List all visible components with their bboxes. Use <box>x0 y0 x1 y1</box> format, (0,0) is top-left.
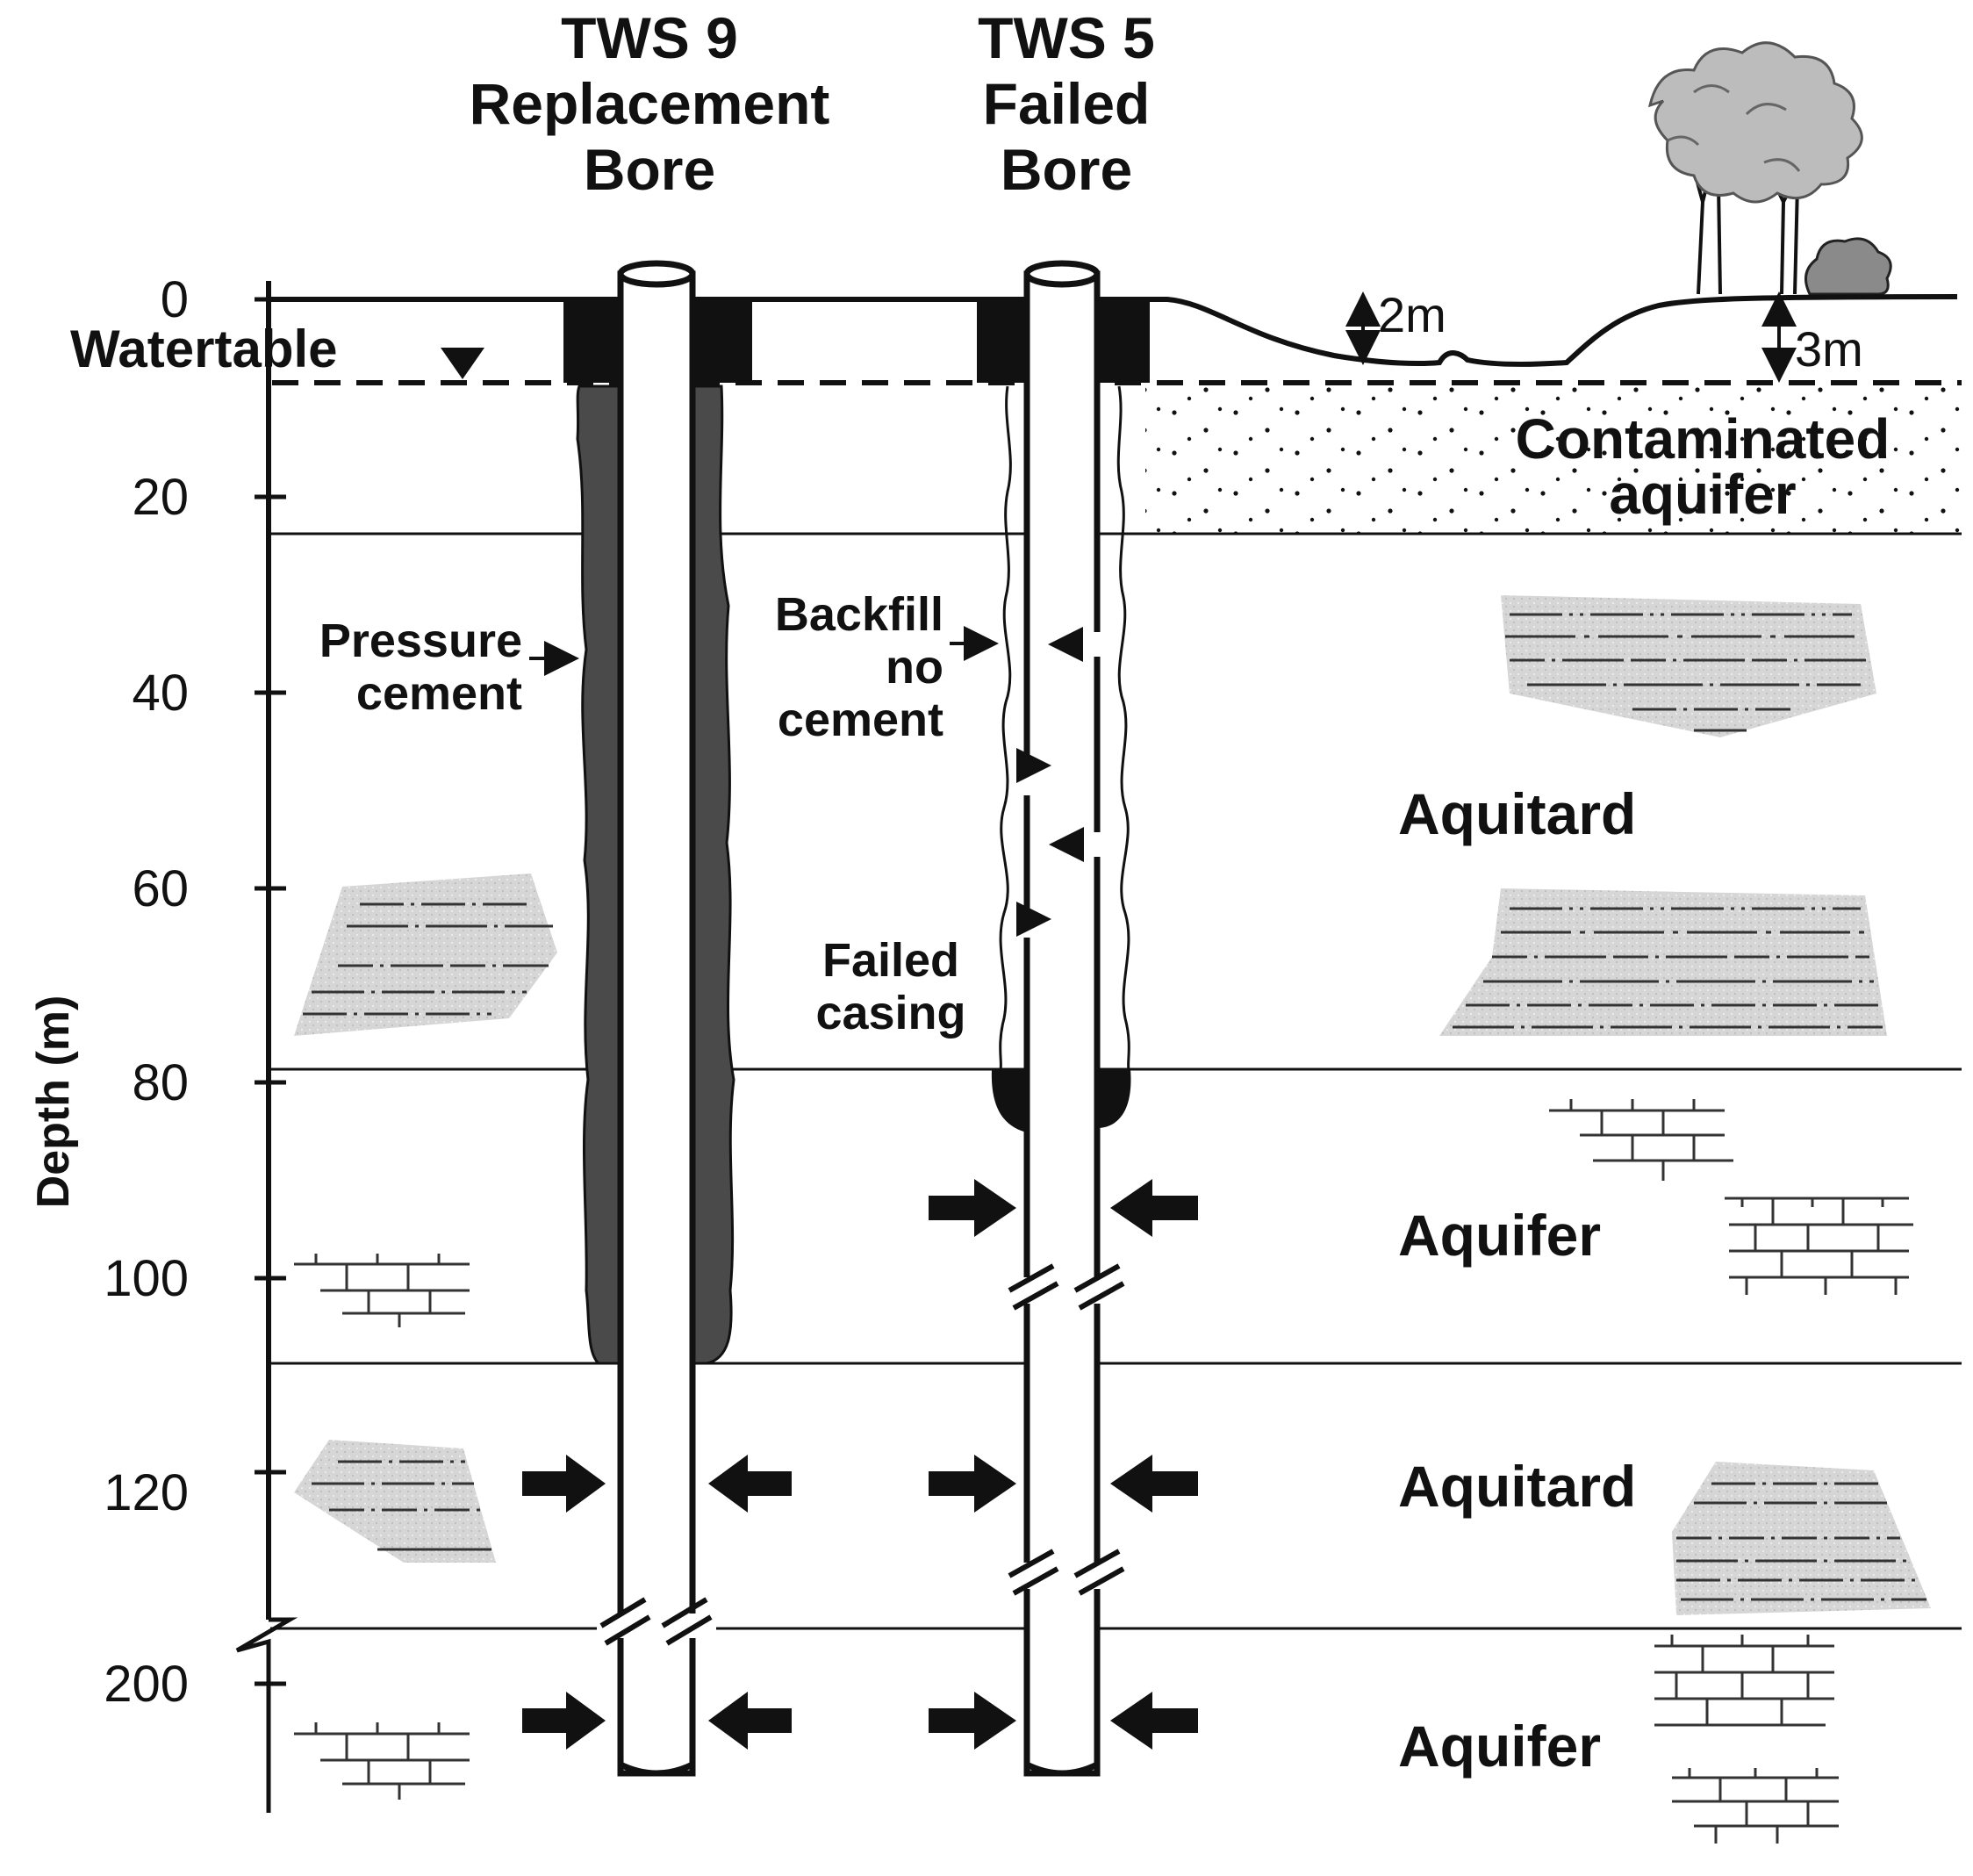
tws9-title-line1: TWS 9 <box>561 5 738 70</box>
shrub-icon <box>1804 237 1892 296</box>
depth-callout-2m: 2m <box>1345 287 1446 365</box>
failed-casing-annotation: Failed casing <box>815 934 965 1039</box>
tick-label-120: 120 <box>104 1464 189 1521</box>
tws5-casing-bottom <box>1025 1761 1099 1777</box>
contaminated-aquifer-label: Contaminated aquifer <box>1516 407 1890 526</box>
tws9-bore <box>563 260 752 1777</box>
pressure-cement-annotation: Pressure cement <box>319 615 579 720</box>
depth-2m-label: 2m <box>1378 287 1446 342</box>
clay-lens-aquitard-upper-right <box>1501 595 1876 737</box>
tws5-title-line1: TWS 5 <box>978 5 1155 70</box>
tws5-base-seal-left <box>991 1069 1027 1132</box>
tick-label-0: 0 <box>161 271 189 328</box>
limestone-symbol-aquifer-deep-right-2 <box>1672 1768 1839 1844</box>
tws9-arrow-right-200 <box>522 1692 606 1750</box>
backfill-annotation: Backfill no cement <box>775 588 999 746</box>
tree-icon <box>1647 41 1863 295</box>
contaminated-aquifer-label-line2: aquifer <box>1609 463 1796 526</box>
aquifer-middle-label: Aquifer <box>1398 1203 1601 1268</box>
tws5-arrow-left-200 <box>1110 1692 1198 1750</box>
tws5-base-seal-right <box>1097 1069 1131 1128</box>
axis-break-mark <box>235 1617 298 1813</box>
limestone-symbol-aquifer-middle-left <box>294 1254 470 1327</box>
tick-label-40: 40 <box>132 665 189 722</box>
limestone-symbol-aquifer-middle-right-1 <box>1549 1099 1733 1181</box>
clay-lens-aquitard-lower-right <box>1672 1462 1931 1615</box>
tws5-arrow-right-92 <box>929 1179 1016 1237</box>
leakage-arrows <box>1016 627 1084 937</box>
depth-callout-3m: 3m <box>1761 291 1863 383</box>
tick-label-100: 100 <box>104 1250 189 1307</box>
depth-3m-label: 3m <box>1795 321 1863 377</box>
tws9-arrow-left-120 <box>708 1455 792 1513</box>
tws9-casing <box>617 270 696 1777</box>
tws9-title-line2: Replacement <box>470 71 830 136</box>
watertable-triangle-icon <box>441 348 484 379</box>
aquitard-lower-label: Aquitard <box>1398 1454 1636 1519</box>
ground-surface <box>268 294 1958 367</box>
backfill-label-line1: Backfill <box>775 588 943 641</box>
tws5-break-mark-upper <box>1008 1263 1125 1311</box>
pressure-cement-label-line2: cement <box>356 667 522 720</box>
tick-label-200: 200 <box>104 1656 189 1713</box>
aquifer-deep-label: Aquifer <box>1398 1714 1601 1779</box>
tws5-arrow-left-92 <box>1110 1179 1198 1237</box>
limestone-symbol-aquifer-middle-right-2 <box>1725 1197 1913 1295</box>
failed-casing-label-line1: Failed <box>822 934 959 987</box>
tws5-title-line2: Failed <box>983 71 1151 136</box>
tws5-arrow-right-200 <box>929 1692 1016 1750</box>
tws5-backfill-right-wall <box>1116 385 1130 1070</box>
failed-casing-label-line2: casing <box>815 987 965 1039</box>
contaminated-aquifer-zone <box>1145 386 1962 534</box>
tws5-backfill-left-wall <box>999 385 1012 1070</box>
clay-lens-aquitard-left <box>294 873 557 1036</box>
tws5-title: TWS 5 Failed Bore <box>978 5 1155 202</box>
tws5-bore <box>977 260 1150 1777</box>
tws9-arrow-left-200 <box>708 1692 792 1750</box>
tws5-break-mark-lower <box>1008 1549 1125 1596</box>
tick-label-20: 20 <box>132 469 189 526</box>
clay-lens-aquitard-lower-left <box>294 1440 496 1563</box>
tws9-casing-bottom <box>619 1761 694 1777</box>
tick-label-60: 60 <box>132 860 189 917</box>
tws9-break-mark <box>597 1597 716 1646</box>
tick-label-80: 80 <box>132 1054 189 1111</box>
tws5-arrow-left-120 <box>1110 1455 1198 1513</box>
backfill-label-line3: cement <box>778 694 943 746</box>
depth-axis: 0 20 40 60 80 100 120 200 Depth (m) <box>28 271 298 1813</box>
pressure-cement-label-line1: Pressure <box>319 615 522 667</box>
backfill-label-line2: no <box>886 641 943 694</box>
tws9-title-line3: Bore <box>584 137 715 202</box>
clay-lens-aquitard-mid-right <box>1439 888 1887 1036</box>
tws5-casing <box>1023 270 1101 1777</box>
depth-axis-label: Depth (m) <box>28 996 79 1209</box>
limestone-symbol-aquifer-deep-left <box>294 1722 470 1800</box>
large-inflow-arrows <box>522 1179 1198 1750</box>
watertable-label: Watertable <box>70 320 338 378</box>
tws9-arrow-right-120 <box>522 1455 606 1513</box>
contaminated-aquifer-label-line1: Contaminated <box>1516 407 1890 471</box>
tws5-title-line3: Bore <box>1001 137 1132 202</box>
tws5-arrow-right-120 <box>929 1455 1016 1513</box>
tws9-casing-top <box>617 260 696 288</box>
limestone-symbol-aquifer-deep-right-1 <box>1654 1635 1834 1727</box>
tws9-title: TWS 9 Replacement Bore <box>470 5 830 202</box>
tws5-casing-top <box>1023 260 1101 288</box>
tws5-surface-collar-right <box>1092 299 1150 383</box>
aquitard-upper-label: Aquitard <box>1398 781 1636 846</box>
